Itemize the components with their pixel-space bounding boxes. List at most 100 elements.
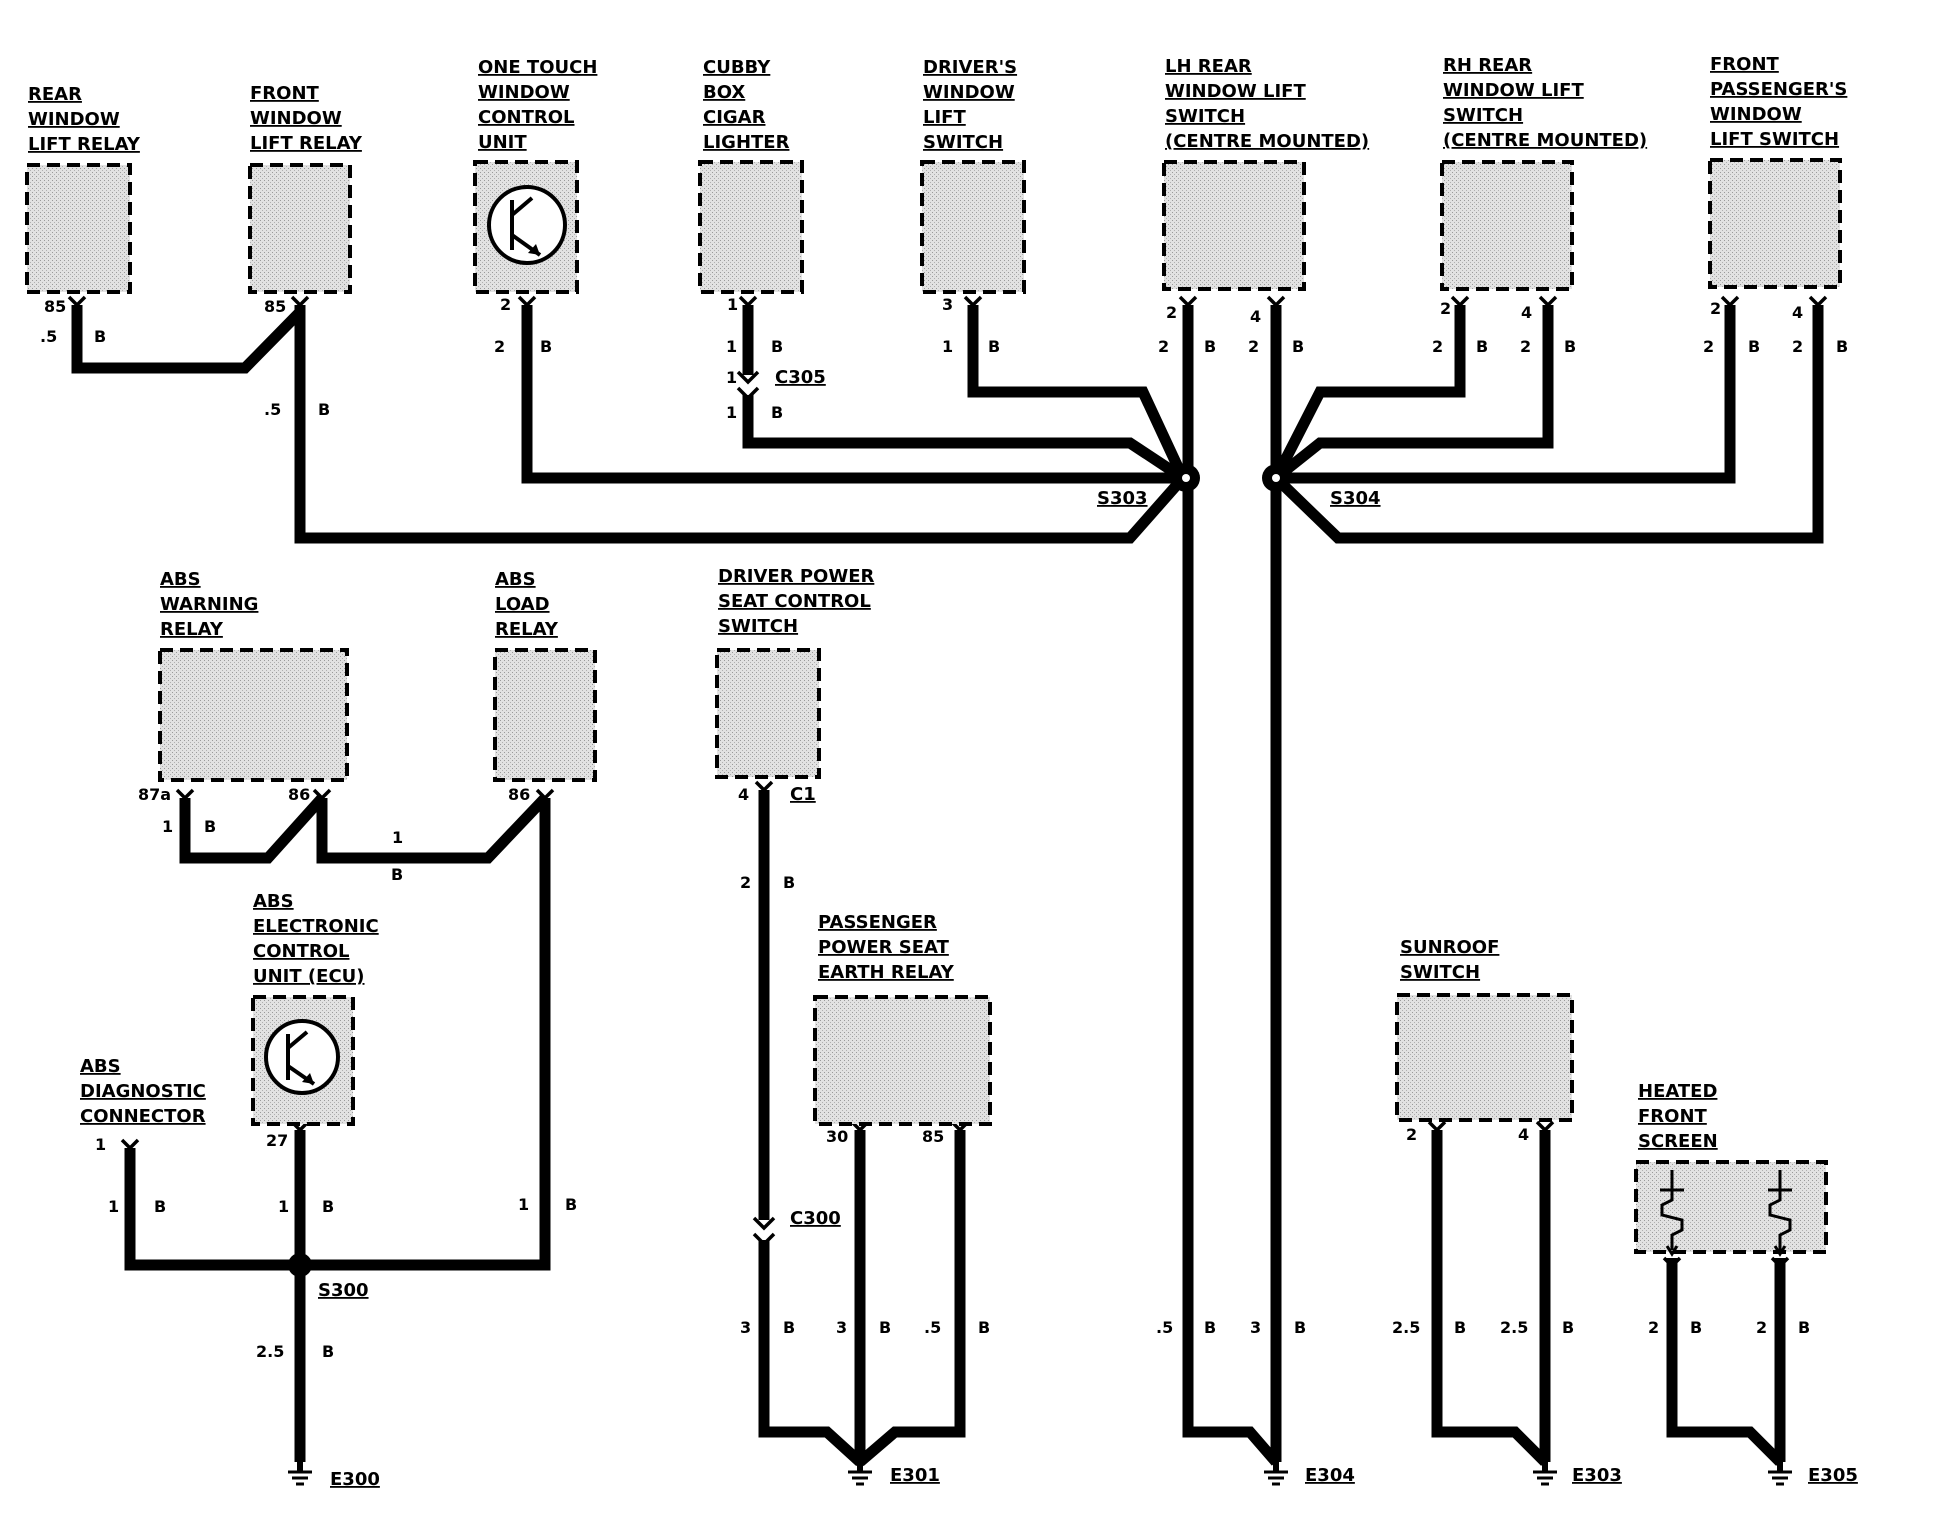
wire-colour: B — [978, 1318, 990, 1337]
pin-label: 27 — [266, 1131, 288, 1150]
wire-size: 1 — [942, 337, 953, 356]
wire-colour: B — [1454, 1318, 1466, 1337]
connector-c1-label: C1 — [790, 784, 816, 805]
wire-heated-l — [1666, 1258, 1784, 1466]
wire-front-pass-4 — [1272, 305, 1824, 544]
wire-cubby-lower — [742, 395, 1187, 483]
heated-front-screen-box — [1634, 1160, 1828, 1254]
splice-s303 — [1172, 464, 1200, 492]
passenger-seat-relay-box — [813, 995, 992, 1126]
wire-size: 2 — [1792, 337, 1803, 356]
wire-size: 2 — [1520, 337, 1531, 356]
earth-e300-label: E300 — [330, 1469, 380, 1490]
wire-colour: B — [94, 327, 106, 346]
splice-earth-labels: S303 S304 S300 E300 E301 E304 E303 E305 — [318, 488, 1858, 1490]
pin-label: 1 — [95, 1135, 106, 1154]
pin-label: 4 — [1518, 1125, 1529, 1144]
abs-load-relay-box — [493, 648, 597, 782]
driver-power-seat-switch-box — [715, 648, 821, 779]
pin-label: 2 — [1440, 299, 1451, 318]
front-passenger-switch-box — [1708, 158, 1842, 289]
front-window-lift-relay-box — [248, 163, 352, 294]
wire-colour: B — [1204, 337, 1216, 356]
wire-size: 3 — [836, 1318, 847, 1337]
earth-e304-label: E304 — [1305, 1465, 1355, 1486]
wire-size: .5 — [924, 1318, 941, 1337]
earth-e301-label: E301 — [890, 1465, 940, 1486]
wire-colour: B — [1690, 1318, 1702, 1337]
earth-e303-label: E303 — [1572, 1465, 1622, 1486]
earth-stems — [297, 1462, 1783, 1472]
wire-colour: B — [391, 865, 403, 884]
pin-label: 4 — [738, 785, 749, 804]
wire-size: .5 — [40, 327, 57, 346]
lh-rear-switch-box — [1162, 160, 1306, 291]
wire-colour: B — [771, 403, 783, 422]
wire-size: 2.5 — [1392, 1318, 1420, 1337]
wire-sunroof-2 — [1431, 1130, 1549, 1466]
wire-size: 2 — [1703, 337, 1714, 356]
pin-label: 85 — [922, 1127, 944, 1146]
rear-window-lift-relay-box — [25, 163, 132, 294]
pin-label: 4 — [1250, 307, 1261, 326]
wire-size: 2 — [1648, 1318, 1659, 1337]
splice-s300 — [288, 1253, 312, 1277]
wire-colour: B — [988, 337, 1000, 356]
wire-colour: B — [565, 1195, 577, 1214]
wire-size: 1 — [392, 828, 403, 847]
wire-size: 3 — [740, 1318, 751, 1337]
pin-label: 2 — [1406, 1125, 1417, 1144]
rh-rear-switch-box — [1440, 160, 1574, 291]
wire-size: 2 — [1158, 337, 1169, 356]
wire-rear-relay — [71, 305, 304, 374]
wire-size: .5 — [1156, 1318, 1173, 1337]
wire-size: 2 — [1248, 337, 1259, 356]
wire-labels: .5 B .5 B 2 B 1 B 1 C305 1 B 1 B 2 B 2 B… — [40, 327, 1848, 1361]
heater-element-icon — [1660, 1170, 1792, 1257]
pin-label: 1 — [727, 295, 738, 314]
wire-driver-seat-lower — [758, 1240, 864, 1467]
wire-size: 1 — [518, 1195, 529, 1214]
wire-colour: B — [1562, 1318, 1574, 1337]
wire-abs-warning-86 — [316, 794, 549, 864]
wire-abs-warning-87a — [179, 794, 327, 864]
pin-label: 86 — [288, 785, 310, 804]
wire-rh-rear-4 — [1272, 305, 1554, 483]
wire-colour: B — [771, 337, 783, 356]
wire-front-pass-2 — [1276, 305, 1736, 484]
pin-label: 86 — [508, 785, 530, 804]
pin-label: 3 — [942, 295, 953, 314]
wire-colour: B — [204, 817, 216, 836]
wire-abs-load — [300, 798, 551, 1271]
wire-size: 1 — [162, 817, 173, 836]
wire-colour: B — [322, 1342, 334, 1361]
wire-colour: B — [1564, 337, 1576, 356]
wire-colour: B — [1748, 337, 1760, 356]
splice-s304-label: S304 — [1330, 488, 1381, 509]
earth-e304-icon — [1262, 1470, 1290, 1486]
wire-front-relay — [294, 305, 1188, 544]
wire-colour: B — [783, 1318, 795, 1337]
pin-label: 87a — [138, 785, 171, 804]
wire-size: 2.5 — [1500, 1318, 1528, 1337]
wire-size: 1 — [726, 368, 737, 387]
wire-size: 3 — [1250, 1318, 1261, 1337]
earth-e300-icon — [286, 1470, 314, 1486]
pin-label: 85 — [44, 297, 66, 316]
wire-size: 2 — [1432, 337, 1443, 356]
wire-size: 1 — [726, 337, 737, 356]
